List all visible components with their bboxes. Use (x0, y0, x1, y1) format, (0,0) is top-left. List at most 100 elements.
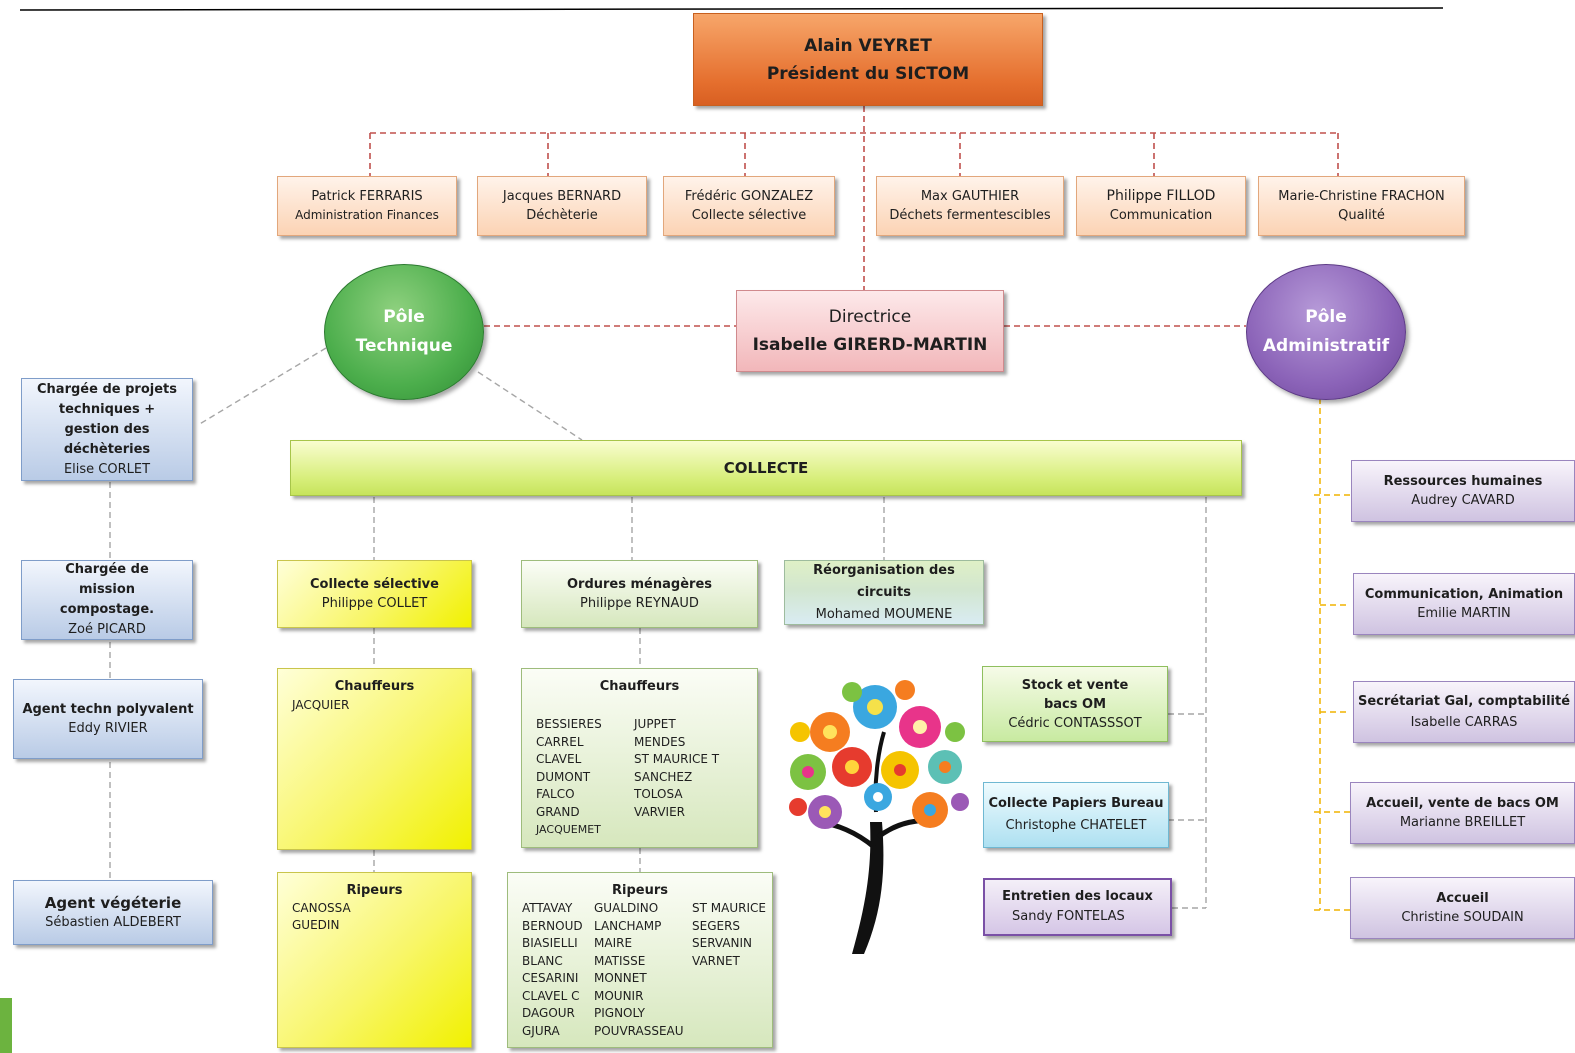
list-name: VARVIER (634, 804, 685, 819)
vp-box-frachon: Marie-Christine FRACHON Qualité (1258, 176, 1465, 236)
service-box-stock-bacs: Stock et vente bacs OM Cédric CONTASSSOT (982, 666, 1168, 742)
section-title: Réorganisation des circuits (813, 562, 955, 600)
service-box-papiers: Collecte Papiers Bureau Christophe CHATE… (983, 782, 1169, 848)
admin-name: Marianne BREILLET (1399, 815, 1526, 830)
list-title: Chauffeurs (334, 679, 415, 694)
list-name: ST MAURICE (692, 901, 766, 915)
list-name: GUALDINO (594, 901, 659, 915)
service-name: Cédric CONTASSSOT (1008, 715, 1142, 731)
list-name: JACQUEMET (536, 823, 601, 836)
staff-name: Eddy RIVIER (68, 721, 148, 736)
service-name: Sandy FONTELAS (1012, 909, 1125, 924)
admin-box-communication: Communication, Animation Emilie MARTIN (1353, 573, 1575, 635)
list-name: DAGOUR (522, 1006, 575, 1020)
list-name: JACQUIER (292, 698, 350, 712)
director-name: Isabelle GIRERD-MARTIN (752, 335, 988, 355)
list-name: MAIRE (594, 936, 633, 950)
service-title: Stock et vente bacs OM (1021, 677, 1129, 712)
section-name: Philippe REYNAUD (580, 596, 699, 611)
director-box: Directrice Isabelle GIRERD-MARTIN (736, 290, 1004, 372)
staff-role: Chargée de projets techniques + gestion … (37, 381, 177, 457)
list-name: GUEDIN (292, 918, 340, 932)
service-title: Collecte Papiers Bureau (988, 796, 1164, 811)
staff-role: Agent végéterie (44, 893, 182, 912)
service-title: Entretien des locaux (1002, 889, 1153, 904)
cs-ripeurs-box: Ripeurs CANOSSA GUEDIN (277, 872, 472, 1048)
vp-box-fillod: Philippe FILLOD Communication (1076, 176, 1246, 236)
pole-admin-line1: Pôle (1305, 307, 1347, 327)
admin-box-secretariat: Secrétariat Gal, comptabilité Isabelle C… (1353, 681, 1575, 743)
list-name: FALCO (536, 787, 575, 801)
list-name: JUPPET (634, 717, 676, 731)
staff-name: Zoé PICARD (68, 622, 146, 637)
service-name: Christophe CHATELET (1005, 818, 1147, 833)
list-name: TOLOSA (634, 787, 683, 801)
list-name: GJURA (522, 1023, 560, 1038)
list-name: MENDES (634, 734, 686, 749)
section-name: Mohamed MOUMENE (815, 606, 953, 622)
list-name: PIGNOLY (594, 1006, 645, 1020)
reorganisation-box: Réorganisation des circuits Mohamed MOUM… (784, 560, 984, 625)
list-name: SANCHEZ (634, 769, 693, 784)
vp-box-bernard: Jacques BERNARD Déchèterie (477, 176, 647, 236)
list-name: SEGERS (692, 918, 741, 933)
list-name: MOUNIR (594, 988, 644, 1003)
vp-name: Marie-Christine FRACHON (1278, 189, 1445, 204)
om-chauffeurs-col1: BESSIERES CARREL CLAVEL DUMONT FALCO GRA… (536, 716, 602, 839)
ordures-box: Ordures ménagères Philippe REYNAUD (521, 560, 758, 628)
list-name: GRAND (536, 804, 580, 819)
pole-admin-line2: Administratif (1262, 336, 1390, 356)
section-name: Philippe COLLET (321, 596, 428, 611)
list-name: BIASIELLI (522, 936, 578, 950)
list-title: Ripeurs (346, 883, 403, 898)
list-name: MONNET (594, 971, 647, 985)
list-name: CANOSSA (292, 901, 351, 915)
list-name: DUMONT (536, 769, 591, 784)
section-title: Collecte sélective (310, 577, 439, 592)
staff-box-aldebert: Agent végéterie Sébastien ALDEBERT (13, 880, 213, 945)
vp-role: Communication (1109, 208, 1213, 223)
admin-title: Secrétariat Gal, comptabilité (1357, 694, 1571, 709)
om-ripeurs-col1: ATTAVAY BERNOUD BIASIELLI BLANC CESARINI… (522, 900, 583, 1040)
vp-box-gauthier: Max GAUTHIER Déchets fermentescibles (876, 176, 1064, 236)
admin-title: Accueil, vente de bacs OM (1366, 796, 1559, 811)
list-name: VARNET (692, 953, 740, 968)
list-name: POUVRASSEAU (594, 1023, 684, 1038)
vp-role: Qualité (1338, 208, 1385, 223)
list-name: ATTAVAY (522, 901, 573, 915)
admin-name: Isabelle CARRAS (1410, 715, 1518, 730)
list-name: BESSIERES (536, 717, 602, 731)
vp-name: Frédéric GONZALEZ (684, 189, 814, 204)
president-title: Président du SICTOM (766, 63, 970, 84)
list-name: MATISSE (594, 953, 646, 968)
list-name: LANCHAMP (594, 918, 662, 933)
admin-name: Audrey CAVARD (1411, 493, 1515, 508)
list-name: SERVANIN (692, 936, 753, 950)
pole-technique-line2: Technique (355, 336, 453, 356)
vp-role: Déchèterie (526, 208, 598, 223)
staff-role: Agent techn polyvalent (22, 702, 194, 717)
list-name: CARREL (536, 734, 584, 749)
list-name: CLAVEL C (522, 988, 580, 1003)
vp-name: Patrick FERRARIS (311, 189, 423, 204)
vp-name: Max GAUTHIER (920, 189, 1020, 204)
admin-name: Christine SOUDAIN (1401, 910, 1524, 925)
om-ripeurs-box: Ripeurs (507, 872, 773, 1048)
list-name: BLANC (522, 953, 563, 968)
tree-illustration-icon (789, 680, 969, 954)
staff-box-corlet: Chargée de projets techniques + gestion … (21, 378, 193, 481)
vp-name: Jacques BERNARD (502, 189, 622, 204)
vp-box-gonzalez: Frédéric GONZALEZ Collecte sélective (663, 176, 835, 236)
vp-name: Philippe FILLOD (1106, 188, 1216, 204)
staff-name: Sébastien ALDEBERT (45, 914, 181, 930)
list-title: Ripeurs (612, 883, 668, 898)
admin-box-accueil-bacs: Accueil, vente de bacs OM Marianne BREIL… (1350, 782, 1575, 844)
director-title: Directrice (828, 307, 912, 327)
collecte-selective-box: Collecte sélective Philippe COLLET (277, 560, 472, 628)
om-chauffeurs-col2: JUPPET MENDES ST MAURICE T SANCHEZ TOLOS… (634, 716, 719, 821)
admin-title: Accueil (1436, 891, 1489, 906)
admin-title: Ressources humaines (1383, 474, 1543, 489)
pole-technique-line1: Pôle (383, 307, 425, 327)
list-name: CESARINI (522, 971, 579, 985)
